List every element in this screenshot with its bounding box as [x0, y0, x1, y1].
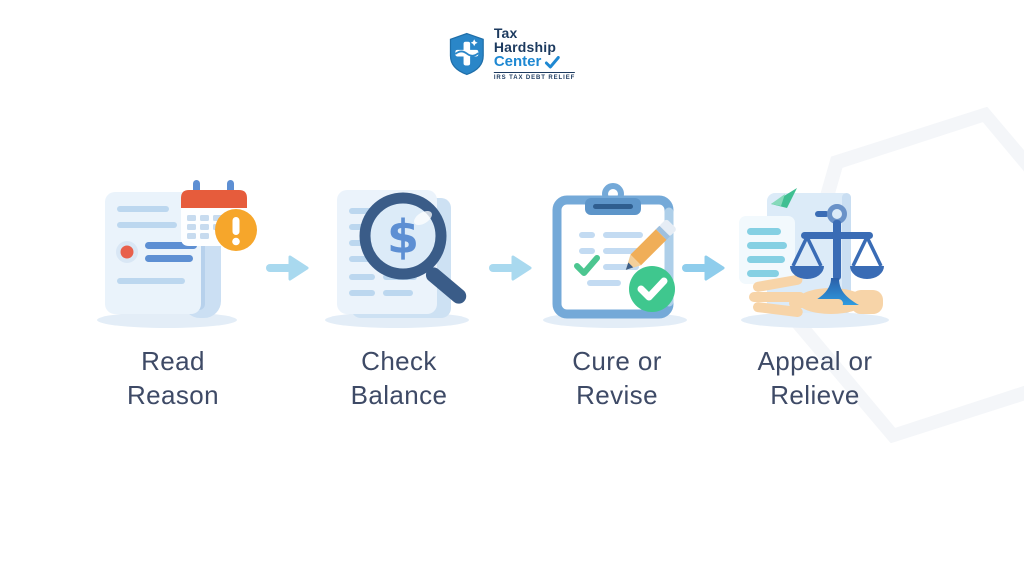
step-label-line1: Appeal or — [757, 346, 873, 376]
step-label-appeal-relieve: Appeal or Relieve — [758, 344, 873, 412]
brand-name-middle: Hardship — [493, 39, 557, 55]
right-arrow-icon — [489, 255, 532, 281]
brand-text: Tax Hardship Center IRS TAX DEBT RELIEF — [493, 25, 576, 82]
step-label-line2: Reason — [126, 380, 220, 410]
brand-divider — [493, 72, 576, 73]
step-read-reason: Read Reason — [85, 178, 261, 412]
step-appeal-relieve: Appeal or Relieve — [727, 178, 903, 412]
scales-shape — [790, 204, 884, 305]
right-arrow-icon — [682, 255, 725, 281]
right-arrow-icon — [266, 255, 309, 281]
document-magnifier-dollar-icon: $ — [325, 190, 469, 328]
clipboard-pencil-check-icon — [543, 183, 687, 328]
brand-name-bottom: Center — [493, 53, 542, 70]
step-cure-revise: Cure or Revise — [529, 178, 705, 412]
brand-tagline: IRS TAX DEBT RELIEF — [493, 75, 576, 81]
step-label-line1: Read — [141, 346, 205, 376]
dollar-glyph: $ — [387, 210, 419, 264]
step-label-line2: Relieve — [770, 380, 860, 410]
step-label-check-balance: Check Balance — [351, 344, 448, 412]
brand-logo: Tax Hardship Center IRS TAX DEBT RELIEF — [449, 25, 576, 82]
shield-cross-icon — [449, 32, 484, 76]
hand-scales-document-icon — [739, 188, 889, 328]
step-check-balance: $ Check Balance — [311, 178, 487, 412]
step-label-line1: Check — [361, 346, 437, 376]
step-label-read-reason: Read Reason — [127, 344, 219, 412]
brand-name-top: Tax — [493, 25, 518, 41]
document-calendar-alert-icon — [97, 180, 257, 328]
step-label-line2: Balance — [350, 380, 448, 410]
step-label-line1: Cure or — [572, 346, 662, 376]
checkmark-icon — [544, 55, 560, 68]
step-label-cure-revise: Cure or Revise — [572, 344, 662, 412]
step-label-line2: Revise — [576, 380, 658, 410]
